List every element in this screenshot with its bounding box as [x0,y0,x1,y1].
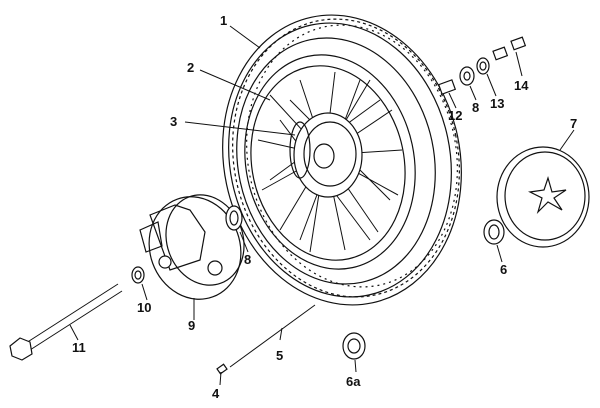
callout-1: 1 [220,13,227,28]
axle [9,283,123,361]
callout-8-left: 8 [244,252,251,267]
callout-6: 6 [500,262,507,277]
spoke-5 [229,304,316,368]
callout-4: 4 [212,386,220,401]
callout-12: 12 [448,108,462,123]
hub-cap [496,146,590,248]
spacer-10 [131,266,145,284]
leader-lines [69,25,575,386]
callout-8-right: 8 [472,100,479,115]
callout-2: 2 [187,60,194,75]
nipple-4 [216,363,228,375]
bearing-left [225,205,243,231]
rim [244,54,416,270]
seal-13 [476,57,490,75]
seal-6 [483,219,505,245]
callout-11: 11 [72,340,86,355]
brake-drum [139,194,245,300]
spacer-12 [437,79,457,95]
seal-6a [342,332,366,360]
nut-14 [492,36,527,61]
callout-14: 14 [514,78,529,93]
callout-13: 13 [490,96,504,111]
callout-3: 3 [170,114,177,129]
callout-9: 9 [188,318,195,333]
callout-7: 7 [570,116,577,131]
bearing-right [459,66,475,86]
hub [289,112,363,198]
callout-10: 10 [137,300,151,315]
callouts: 1 2 3 4 5 6a 6 7 8 8 9 10 11 12 13 14 [72,13,577,401]
callout-6a: 6a [346,374,361,389]
callout-5: 5 [276,348,283,363]
